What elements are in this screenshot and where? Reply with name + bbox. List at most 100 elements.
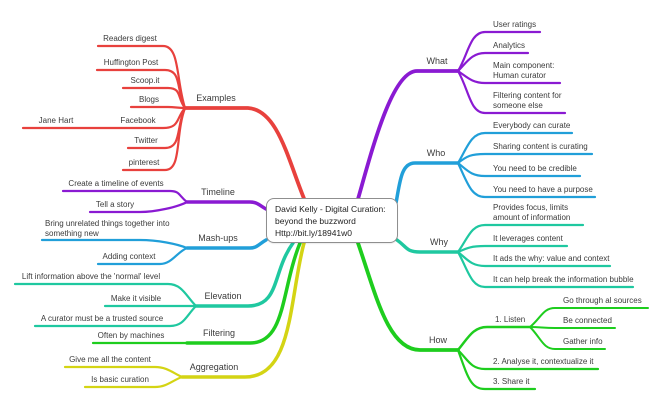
- branch-elevation-trunk: [194, 241, 295, 308]
- edge-need-credible: [456, 161, 582, 178]
- node-main-component[interactable]: Main component: Human curator: [493, 61, 555, 80]
- node-pinterest[interactable]: pinterest: [128, 158, 160, 167]
- node-aggregation[interactable]: Aggregation: [189, 362, 239, 372]
- node-what[interactable]: What: [426, 56, 448, 66]
- node-give-me-all[interactable]: Give me all the content: [69, 355, 151, 364]
- branch-timeline-trunk: [185, 200, 268, 211]
- node-timeline[interactable]: Timeline: [201, 187, 235, 197]
- node-curator-trusted[interactable]: A curator must be a trusted source: [40, 314, 164, 323]
- branch-timeline: [61, 189, 268, 214]
- edge-user-ratings: [456, 30, 542, 73]
- edge-main-component: [456, 69, 562, 85]
- branch-who-trunk: [394, 161, 460, 205]
- node-often-by-machines[interactable]: Often by machines: [97, 331, 165, 340]
- node-create-timeline[interactable]: Create a timeline of events: [68, 179, 164, 188]
- central-topic-url: Http://bit.ly/18941w0: [275, 228, 353, 238]
- branch-how: [356, 241, 649, 391]
- node-facebook[interactable]: Facebook: [120, 116, 156, 125]
- node-listen[interactable]: 1. Listen: [495, 315, 526, 324]
- node-analytics[interactable]: Analytics: [493, 41, 526, 50]
- node-readers-digest[interactable]: Readers digest: [103, 34, 157, 43]
- edge-need-purpose: [456, 161, 597, 199]
- edge-give-me-all: [63, 365, 184, 379]
- branch-who: [394, 131, 597, 205]
- edge-leverages-content: [456, 244, 569, 254]
- branch-how-trunk: [356, 241, 460, 352]
- node-tell-a-story[interactable]: Tell a story: [95, 200, 135, 209]
- edge-analytics: [456, 51, 530, 73]
- node-sharing-content[interactable]: Sharing content is curating: [493, 142, 588, 151]
- branch-filtering: [91, 241, 302, 345]
- node-scoop-it[interactable]: Scoop.it: [130, 76, 160, 85]
- edge-blogs: [129, 105, 187, 110]
- node-is-basic-curation[interactable]: Is basic curation: [91, 375, 149, 384]
- edge-listen: [456, 325, 532, 352]
- node-lift-information[interactable]: Lift information above the 'normal' leve…: [21, 272, 161, 281]
- branch-what: [356, 30, 567, 201]
- node-why[interactable]: Why: [430, 237, 448, 247]
- node-mashups[interactable]: Mash-ups: [198, 233, 238, 243]
- edge-is-basic-curation: [83, 375, 184, 389]
- node-how[interactable]: How: [428, 335, 448, 345]
- node-need-credible[interactable]: You need to be credible: [493, 164, 577, 173]
- node-examples[interactable]: Examples: [196, 93, 236, 103]
- branch-elevation: [13, 241, 295, 328]
- branch-why-trunk: [395, 238, 460, 254]
- node-who[interactable]: Who: [426, 148, 446, 158]
- central-topic-line1: David Kelly - Digital Curation:: [275, 204, 386, 214]
- central-topic-line2: beyond the buzzword: [275, 216, 356, 226]
- edge-analyse-it: [456, 348, 600, 371]
- branch-what-trunk: [356, 69, 460, 201]
- node-everybody-curate[interactable]: Everybody can curate: [493, 121, 571, 130]
- edge-pinterest: [121, 106, 187, 172]
- node-ads-the-why[interactable]: It ads the why: value and context: [493, 254, 610, 263]
- node-adding-context[interactable]: Adding context: [102, 252, 156, 261]
- branch-aggregation: [63, 241, 306, 389]
- branch-examples-trunk: [183, 106, 307, 203]
- node-gather-info[interactable]: Gather info: [563, 337, 603, 346]
- edge-scoop-it: [121, 86, 187, 110]
- edge-curator-trusted: [33, 304, 198, 328]
- node-filtering-content[interactable]: Filtering content for someone else: [493, 91, 562, 110]
- branch-filtering-trunk: [185, 241, 302, 345]
- node-huffington-post[interactable]: Huffington Post: [103, 58, 159, 67]
- node-analyse-it[interactable]: 2. Analyse it, contextualize it: [493, 357, 594, 366]
- branch-examples: [21, 44, 307, 203]
- node-share-it[interactable]: 3. Share it: [493, 377, 530, 386]
- edge-gather-info: [529, 326, 606, 350]
- edge-everybody-can-curate: [456, 131, 574, 165]
- node-break-bubble[interactable]: It can help break the information bubble: [493, 275, 634, 284]
- node-elevation[interactable]: Elevation: [204, 291, 242, 301]
- edge-break-bubble: [456, 250, 635, 289]
- branch-aggregation-trunk: [180, 241, 306, 379]
- branch-why: [395, 223, 635, 289]
- edge-tell-a-story: [88, 200, 189, 214]
- branch-mashups-trunk: [185, 238, 268, 250]
- edge-filtering-content: [456, 69, 567, 115]
- edge-ads-the-why: [456, 250, 612, 268]
- edge-go-through-sources: [529, 307, 649, 328]
- edge-be-connected: [529, 326, 616, 329]
- node-filtering[interactable]: Filtering: [202, 328, 236, 338]
- node-provides-focus[interactable]: Provides focus, limits amount of informa…: [493, 203, 571, 222]
- branch-mashups: [40, 238, 268, 266]
- node-go-through-sources[interactable]: Go through al sources: [563, 296, 642, 305]
- node-leverages-content[interactable]: It leverages content: [493, 234, 563, 243]
- edge-sharing-content: [456, 152, 594, 165]
- edge-create-timeline: [61, 189, 189, 204]
- node-jane-hart[interactable]: Jane Hart: [38, 116, 74, 125]
- node-user-ratings[interactable]: User ratings: [493, 20, 537, 29]
- edge-lift-information: [13, 282, 198, 308]
- central-topic-node[interactable]: David Kelly - Digital Curation: beyond t…: [266, 198, 398, 243]
- node-bring-unrelated[interactable]: Bring unrelated things together into som…: [45, 219, 170, 238]
- node-twitter[interactable]: Twitter: [134, 136, 158, 145]
- edge-provides-focus: [456, 223, 585, 254]
- node-make-it-visible[interactable]: Make it visible: [110, 294, 162, 303]
- edge-share-it: [456, 348, 537, 391]
- node-blogs[interactable]: Blogs: [138, 95, 160, 104]
- node-be-connected[interactable]: Be connected: [563, 316, 612, 325]
- node-need-purpose[interactable]: You need to have a purpose: [493, 185, 593, 194]
- edge-adding-context: [96, 246, 189, 266]
